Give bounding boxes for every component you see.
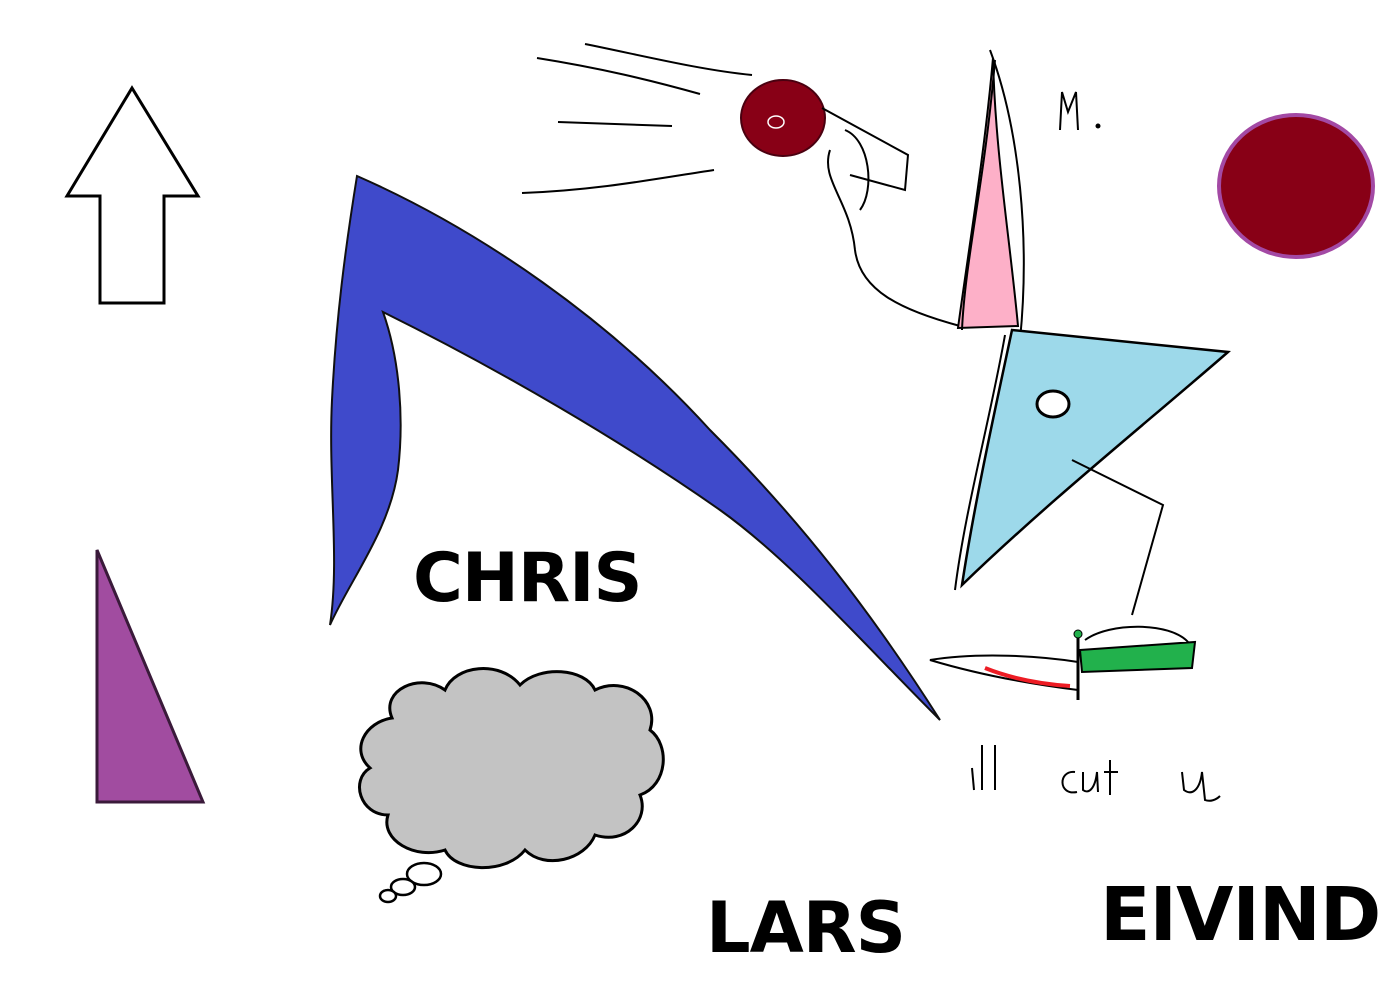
maroon-circle-icon (1217, 113, 1375, 259)
name-label-lars: LARS (706, 887, 906, 969)
purple-triangle-icon (95, 549, 206, 804)
knife-drawing (929, 625, 1197, 700)
handwritten-scribble-ill-cut-u (971, 745, 1221, 802)
comet-drawing (521, 43, 961, 327)
blue-brush-shape (329, 174, 941, 721)
up-arrow-icon (64, 85, 201, 305)
handwritten-scribble-m (1059, 91, 1101, 131)
thought-cloud-icon (358, 667, 665, 904)
name-label-chris: CHRIS (413, 539, 642, 618)
pink-triangle-shape (956, 49, 1025, 341)
name-label-eivind: EIVIND (1100, 872, 1381, 958)
light-blue-triangle-shape (954, 328, 1231, 616)
